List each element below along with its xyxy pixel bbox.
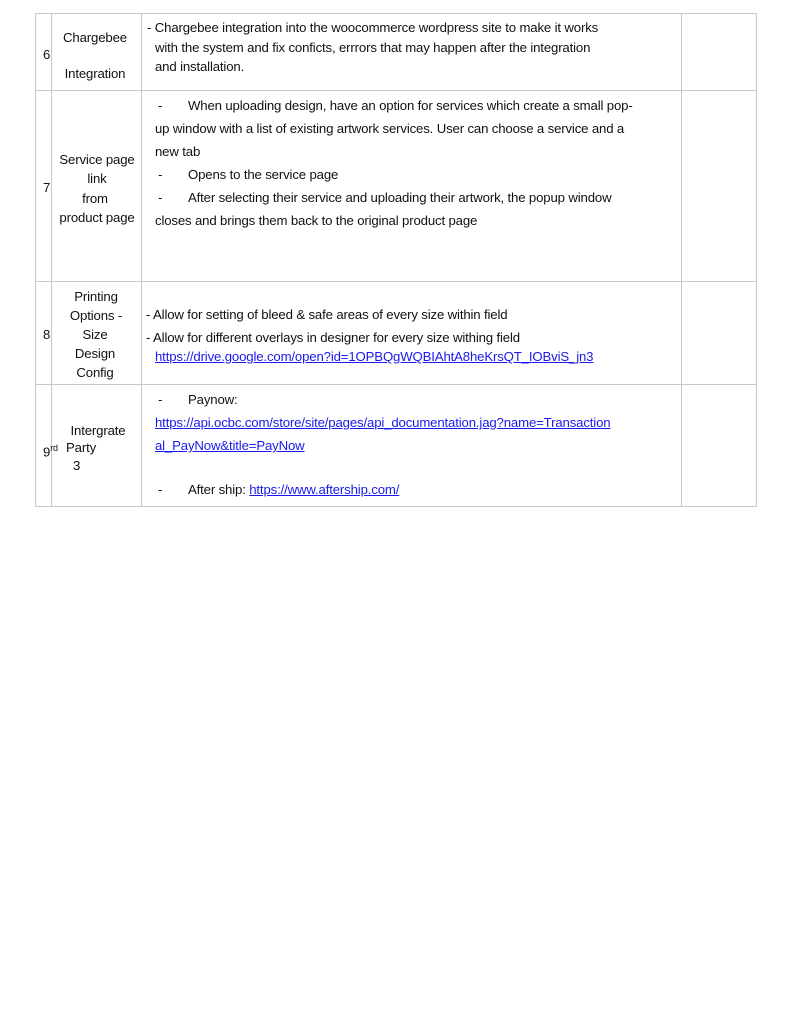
row-title: Config: [76, 365, 114, 380]
row-title: Options -: [69, 308, 123, 323]
row-number-suffix: rd: [50, 443, 58, 453]
aftership-label: After ship:: [188, 482, 250, 497]
row-title: Design: [74, 346, 116, 361]
row-title: Integration: [64, 66, 126, 81]
drive-link[interactable]: https://drive.google.com/open?id=1OPBQgW…: [155, 349, 594, 364]
row-title: 3: [73, 458, 81, 473]
table-border: [35, 13, 36, 507]
table-border: [35, 13, 757, 14]
row-description: new tab: [155, 144, 201, 159]
row-number: 6: [43, 47, 51, 62]
row-description: - Chargebee integration into the woocomm…: [147, 20, 599, 35]
paynow-link[interactable]: https://api.ocbc.com/store/site/pages/ap…: [155, 415, 611, 430]
row-title: product page: [59, 210, 135, 225]
paynow-link-continued[interactable]: al_PayNow&title=PayNow: [155, 438, 305, 453]
row-number-digit: 9: [43, 444, 51, 460]
bullet: -: [158, 392, 163, 407]
row-description: closes and brings them back to the origi…: [155, 213, 478, 228]
row-title: from: [82, 191, 108, 206]
bullet: -: [158, 167, 163, 182]
row-number: 7: [43, 180, 51, 195]
table-border: [35, 506, 757, 507]
table-border: [141, 13, 142, 507]
row-number: 8: [43, 327, 51, 342]
row-description: and installation.: [155, 59, 245, 74]
row-title: Service page: [59, 152, 135, 167]
table-border: [35, 90, 757, 91]
bullet: -: [158, 482, 163, 497]
row-title: Intergrate: [70, 423, 126, 438]
row-description: - Allow for different overlays in design…: [146, 330, 520, 345]
table-border: [51, 13, 52, 507]
row-description: When uploading design, have an option fo…: [188, 98, 633, 113]
table-border: [35, 281, 757, 282]
row-description: with the system and fix conficts, errror…: [155, 40, 591, 55]
row-title: Size: [82, 327, 108, 342]
row-title: link: [87, 171, 107, 186]
bullet: -: [158, 190, 163, 205]
row-description: - Allow for setting of bleed & safe area…: [146, 307, 508, 322]
paynow-label: Paynow:: [188, 392, 238, 407]
table-border: [681, 13, 682, 507]
aftership-line: After ship: https://www.aftership.com/: [188, 482, 399, 498]
aftership-link[interactable]: https://www.aftership.com/: [249, 482, 400, 497]
row-description: After selecting their service and upload…: [188, 190, 612, 205]
row-title: Party: [66, 440, 97, 455]
table-border: [756, 13, 757, 507]
row-title: Chargebee: [63, 30, 127, 45]
row-description: up window with a list of existing artwor…: [155, 121, 625, 136]
row-title: Printing: [74, 289, 118, 304]
row-description: Opens to the service page: [188, 167, 339, 182]
bullet: -: [158, 98, 163, 113]
row-number: 9rd: [43, 440, 58, 460]
table-border: [35, 384, 757, 385]
